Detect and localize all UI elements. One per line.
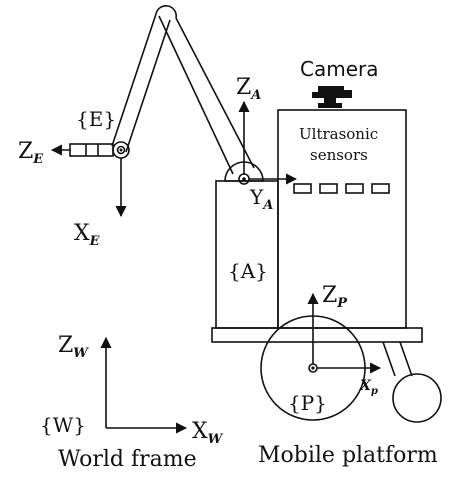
ultrasonic-label-2: sensors (310, 146, 368, 164)
frame-P-label: {P} (288, 391, 327, 415)
world-frame-caption: World frame (58, 447, 197, 472)
frame-A-label: {A} (228, 259, 268, 283)
mobile-platform-caption: Mobile platform (258, 443, 438, 468)
ultrasonic-label-1: Ultrasonic (299, 125, 378, 143)
caster-wheel (382, 341, 442, 423)
camera-label: Camera (300, 57, 379, 81)
ZP-axis-label: ZP (322, 283, 348, 311)
robot-arm (69, 5, 264, 185)
camera-icon (312, 86, 352, 108)
platform-base (211, 327, 423, 343)
XW-axis-label: XW (192, 419, 224, 447)
frame-E-label: {E} (76, 107, 116, 131)
YA-axis-label: YA (249, 185, 273, 213)
XE-axis-label: XE (74, 221, 101, 249)
ZA-axis-label: ZA (236, 75, 261, 103)
ZW-axis-label: ZW (58, 333, 89, 361)
frame-W-label: {W} (40, 413, 86, 437)
ultrasonic-sensor-row (293, 183, 390, 194)
XP-axis-label: Xp (359, 378, 378, 397)
ZE-axis-label: ZE (18, 139, 44, 167)
